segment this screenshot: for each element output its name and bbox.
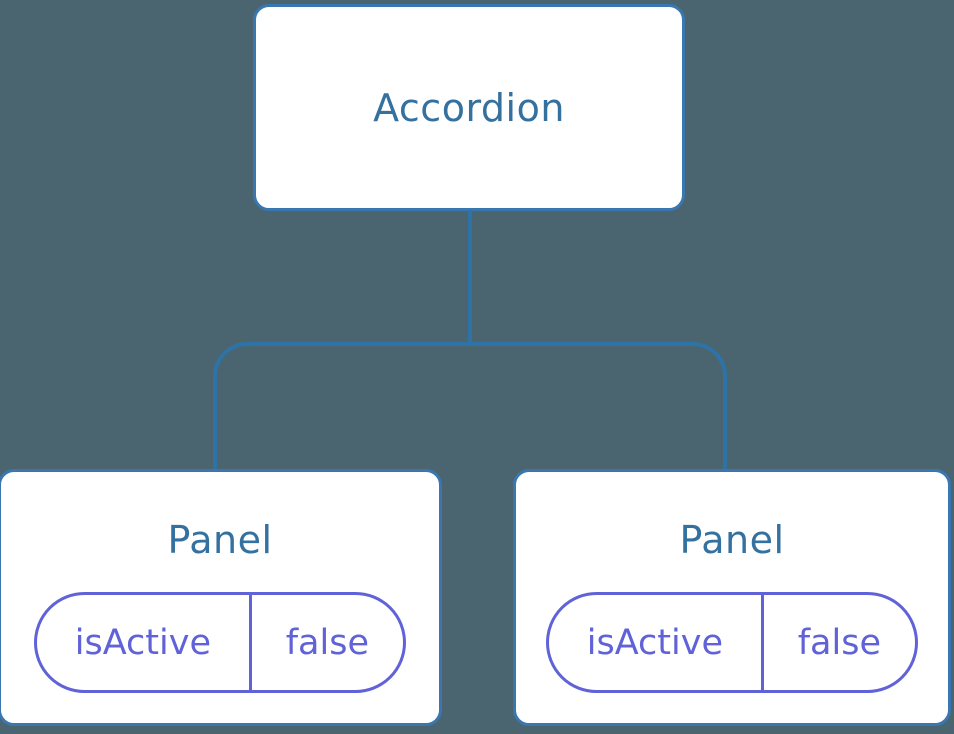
tree-node-panel-1: Panel isActive false — [0, 469, 442, 726]
panel-2-label: Panel — [679, 518, 785, 562]
panel-2-state-pill: isActive false — [546, 592, 918, 693]
tree-node-panel-2: Panel isActive false — [513, 469, 951, 726]
connector-branch — [213, 342, 727, 469]
panel-1-state-pill: isActive false — [34, 592, 406, 693]
panel-2-state-key: isActive — [549, 595, 764, 690]
panel-1-state-value: false — [285, 622, 369, 663]
connector-stem — [468, 210, 472, 346]
panel-1-label: Panel — [167, 518, 273, 562]
accordion-node-label: Accordion — [373, 85, 565, 130]
panel-2-state-value: false — [797, 622, 881, 663]
panel-1-state-key: isActive — [37, 595, 252, 690]
tree-node-accordion: Accordion — [253, 4, 685, 211]
